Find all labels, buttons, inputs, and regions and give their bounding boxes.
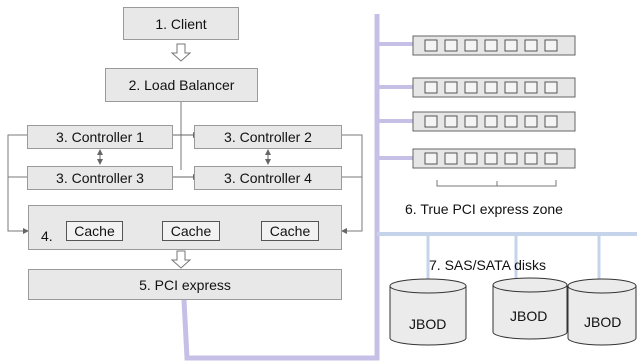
drive-slot-icon: [544, 81, 558, 94]
pci-bus-line: [181, 14, 380, 361]
drive-slot-icon: [424, 152, 438, 165]
cache-group-label: 4.: [41, 228, 53, 244]
drive-slot-icon: [504, 81, 518, 94]
drive-slot-icon: [484, 39, 498, 52]
drive-slot-icon: [424, 39, 438, 52]
pci-zone-bracket: [436, 180, 557, 187]
drive-slot-icon: [464, 152, 478, 165]
drive-slot-icon: [424, 81, 438, 94]
jbod-label-2: JBOD: [510, 308, 548, 324]
cache-1: Cache: [66, 221, 123, 241]
drive-slot-icon: [544, 115, 558, 128]
drive-slot-icon: [524, 81, 538, 94]
client-node: 1. Client: [123, 7, 239, 40]
sas-sata-label: 7. SAS/SATA disks: [429, 257, 546, 273]
pci-server-3: [412, 111, 576, 132]
drive-slot-icon: [444, 115, 458, 128]
load-balancer-node: 2. Load Balancer: [105, 68, 258, 102]
drive-slot-icon: [504, 115, 518, 128]
client-arrow: [170, 43, 192, 62]
drive-slot-icon: [444, 81, 458, 94]
true-pci-zone-label: 6. True PCI express zone: [405, 201, 563, 217]
drive-slot-icon: [464, 115, 478, 128]
drive-slot-icon: [524, 39, 538, 52]
jbod-disk-1: [389, 278, 467, 346]
controller-1-node: 3. Controller 1: [27, 125, 173, 149]
jbod-label-3: JBOD: [584, 314, 622, 330]
controller-3-node: 3. Controller 3: [27, 166, 173, 190]
controller-2-node: 3. Controller 2: [194, 125, 342, 149]
cache-2: Cache: [162, 221, 220, 241]
drive-slot-icon: [424, 115, 438, 128]
drive-slot-icon: [524, 115, 538, 128]
drive-slot-icon: [544, 39, 558, 52]
cache-3: Cache: [261, 221, 319, 241]
drive-slot-icon: [504, 152, 518, 165]
jbod-disk-2: [492, 277, 568, 340]
pci-server-1: [412, 35, 576, 56]
drive-slot-icon: [544, 152, 558, 165]
drive-slot-icon: [484, 81, 498, 94]
jbod-disk-3: [567, 278, 637, 346]
drive-slot-icon: [484, 152, 498, 165]
drive-slot-icon: [504, 39, 518, 52]
pci-server-4: [412, 148, 576, 169]
drive-slot-icon: [484, 115, 498, 128]
drive-slot-icon: [464, 39, 478, 52]
pci-express-node: 5. PCI express: [28, 269, 342, 300]
controller-4-node: 3. Controller 4: [194, 166, 342, 190]
drive-slot-icon: [524, 152, 538, 165]
right-loop-arrow: [341, 134, 363, 234]
drive-slot-icon: [444, 152, 458, 165]
pci-server-2: [412, 77, 576, 98]
cache-to-pci-arrow: [170, 250, 192, 269]
drive-slot-icon: [464, 81, 478, 94]
drive-slot-icon: [444, 39, 458, 52]
jbod-label-1: JBOD: [409, 316, 447, 332]
left-loop-arrow: [7, 134, 29, 234]
